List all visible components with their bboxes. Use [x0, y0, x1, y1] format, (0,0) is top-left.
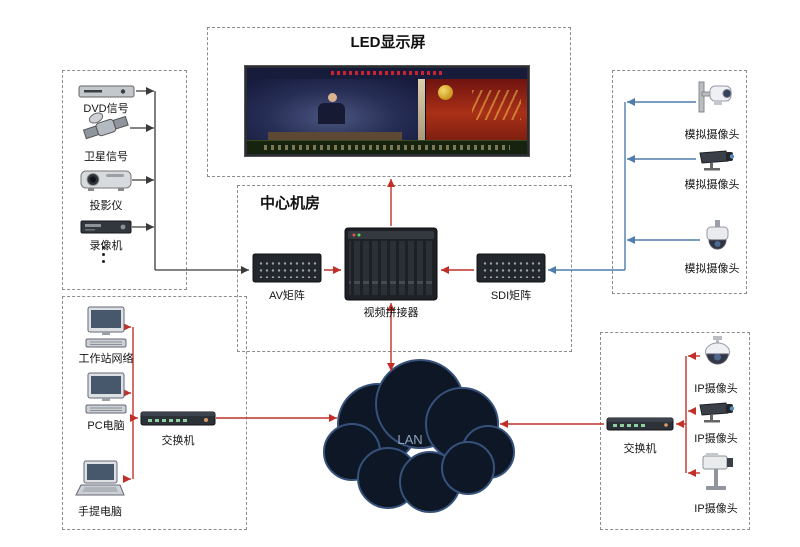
lan-right-lines [500, 352, 700, 477]
led-screen-image [245, 66, 529, 156]
ip-bullet-camera-icon [696, 398, 738, 424]
lan-cloud-label: LAN [397, 432, 422, 447]
projector-icon [80, 165, 132, 195]
lan-devices-group-box [62, 296, 247, 530]
video-recorder-icon [80, 219, 132, 235]
led-display-group-box [207, 27, 571, 177]
red-banner-scene [425, 79, 527, 141]
satellite-signal-label: 卫星信号 [84, 151, 128, 163]
center-room-group-box [237, 185, 572, 352]
led-screen-stage-scene [247, 79, 424, 141]
sdi-matrix-label: SDI矩阵 [490, 290, 532, 302]
ip-camera-label-1: IP摄像头 [694, 383, 738, 395]
laptop-label: 手提电脑 [78, 506, 122, 518]
analog-camera-label-1: 模拟摄像头 [684, 129, 740, 141]
dvd-player-icon [78, 83, 136, 99]
analog-cameras-group-box [612, 70, 747, 294]
video-signal-lines [324, 179, 474, 371]
ip-camera-label-2: IP摄像头 [694, 433, 738, 445]
av-sources-group-box [62, 70, 187, 290]
projector-label: 投影仪 [89, 200, 123, 212]
video-splicer-device [344, 227, 438, 301]
ip-cameras-group-box [600, 332, 750, 530]
podium [268, 132, 403, 141]
switch-left-icon [140, 408, 216, 428]
video-splicer-label: 视频拼接器 [363, 307, 419, 319]
switch-left-label: 交换机 [161, 435, 195, 447]
switch-right-icon [606, 415, 674, 433]
dome-camera-icon [700, 220, 736, 258]
switch-right-label: 交换机 [623, 443, 657, 455]
analog-camera-lines [548, 98, 700, 274]
laptop-icon [75, 460, 125, 500]
analog-camera-label-2: 模拟摄像头 [684, 179, 740, 191]
av-matrix-device [252, 253, 322, 283]
sources-to-av-lines [130, 87, 249, 274]
led-screen-header-strip [247, 68, 527, 79]
workstation-computer-icon [85, 306, 127, 348]
led-screen-footer-strip [247, 140, 527, 154]
pc-label: PC电脑 [87, 420, 125, 432]
sdi-matrix-device [476, 253, 546, 283]
workstation-label: 工作站网络 [78, 353, 134, 365]
more-sources-ellipsis [102, 246, 105, 263]
lan-cloud: LAN [323, 359, 515, 513]
satellite-icon [82, 110, 130, 146]
speaker-figure-body [317, 102, 345, 124]
speaker-figure-head [328, 92, 338, 102]
dvd-signal-label: DVD信号 [83, 103, 129, 115]
ptz-camera-icon [696, 80, 734, 124]
av-matrix-label: AV矩阵 [269, 290, 305, 302]
gold-emblem [437, 85, 453, 101]
recorder-label: 录像机 [89, 240, 123, 252]
monument-pillar [417, 79, 425, 141]
center-room-title: 中心机房 [260, 195, 321, 212]
pc-computer-icon [85, 372, 127, 414]
ip-camera-label-3: IP摄像头 [694, 503, 738, 515]
bullet-camera-icon [696, 146, 738, 172]
analog-camera-label-3: 模拟摄像头 [684, 263, 740, 275]
led-section-title: LED显示屏 [350, 34, 426, 51]
lan-left-lines [123, 323, 337, 483]
ip-box-camera-icon [700, 450, 736, 496]
ip-dome-camera-icon [700, 336, 736, 376]
